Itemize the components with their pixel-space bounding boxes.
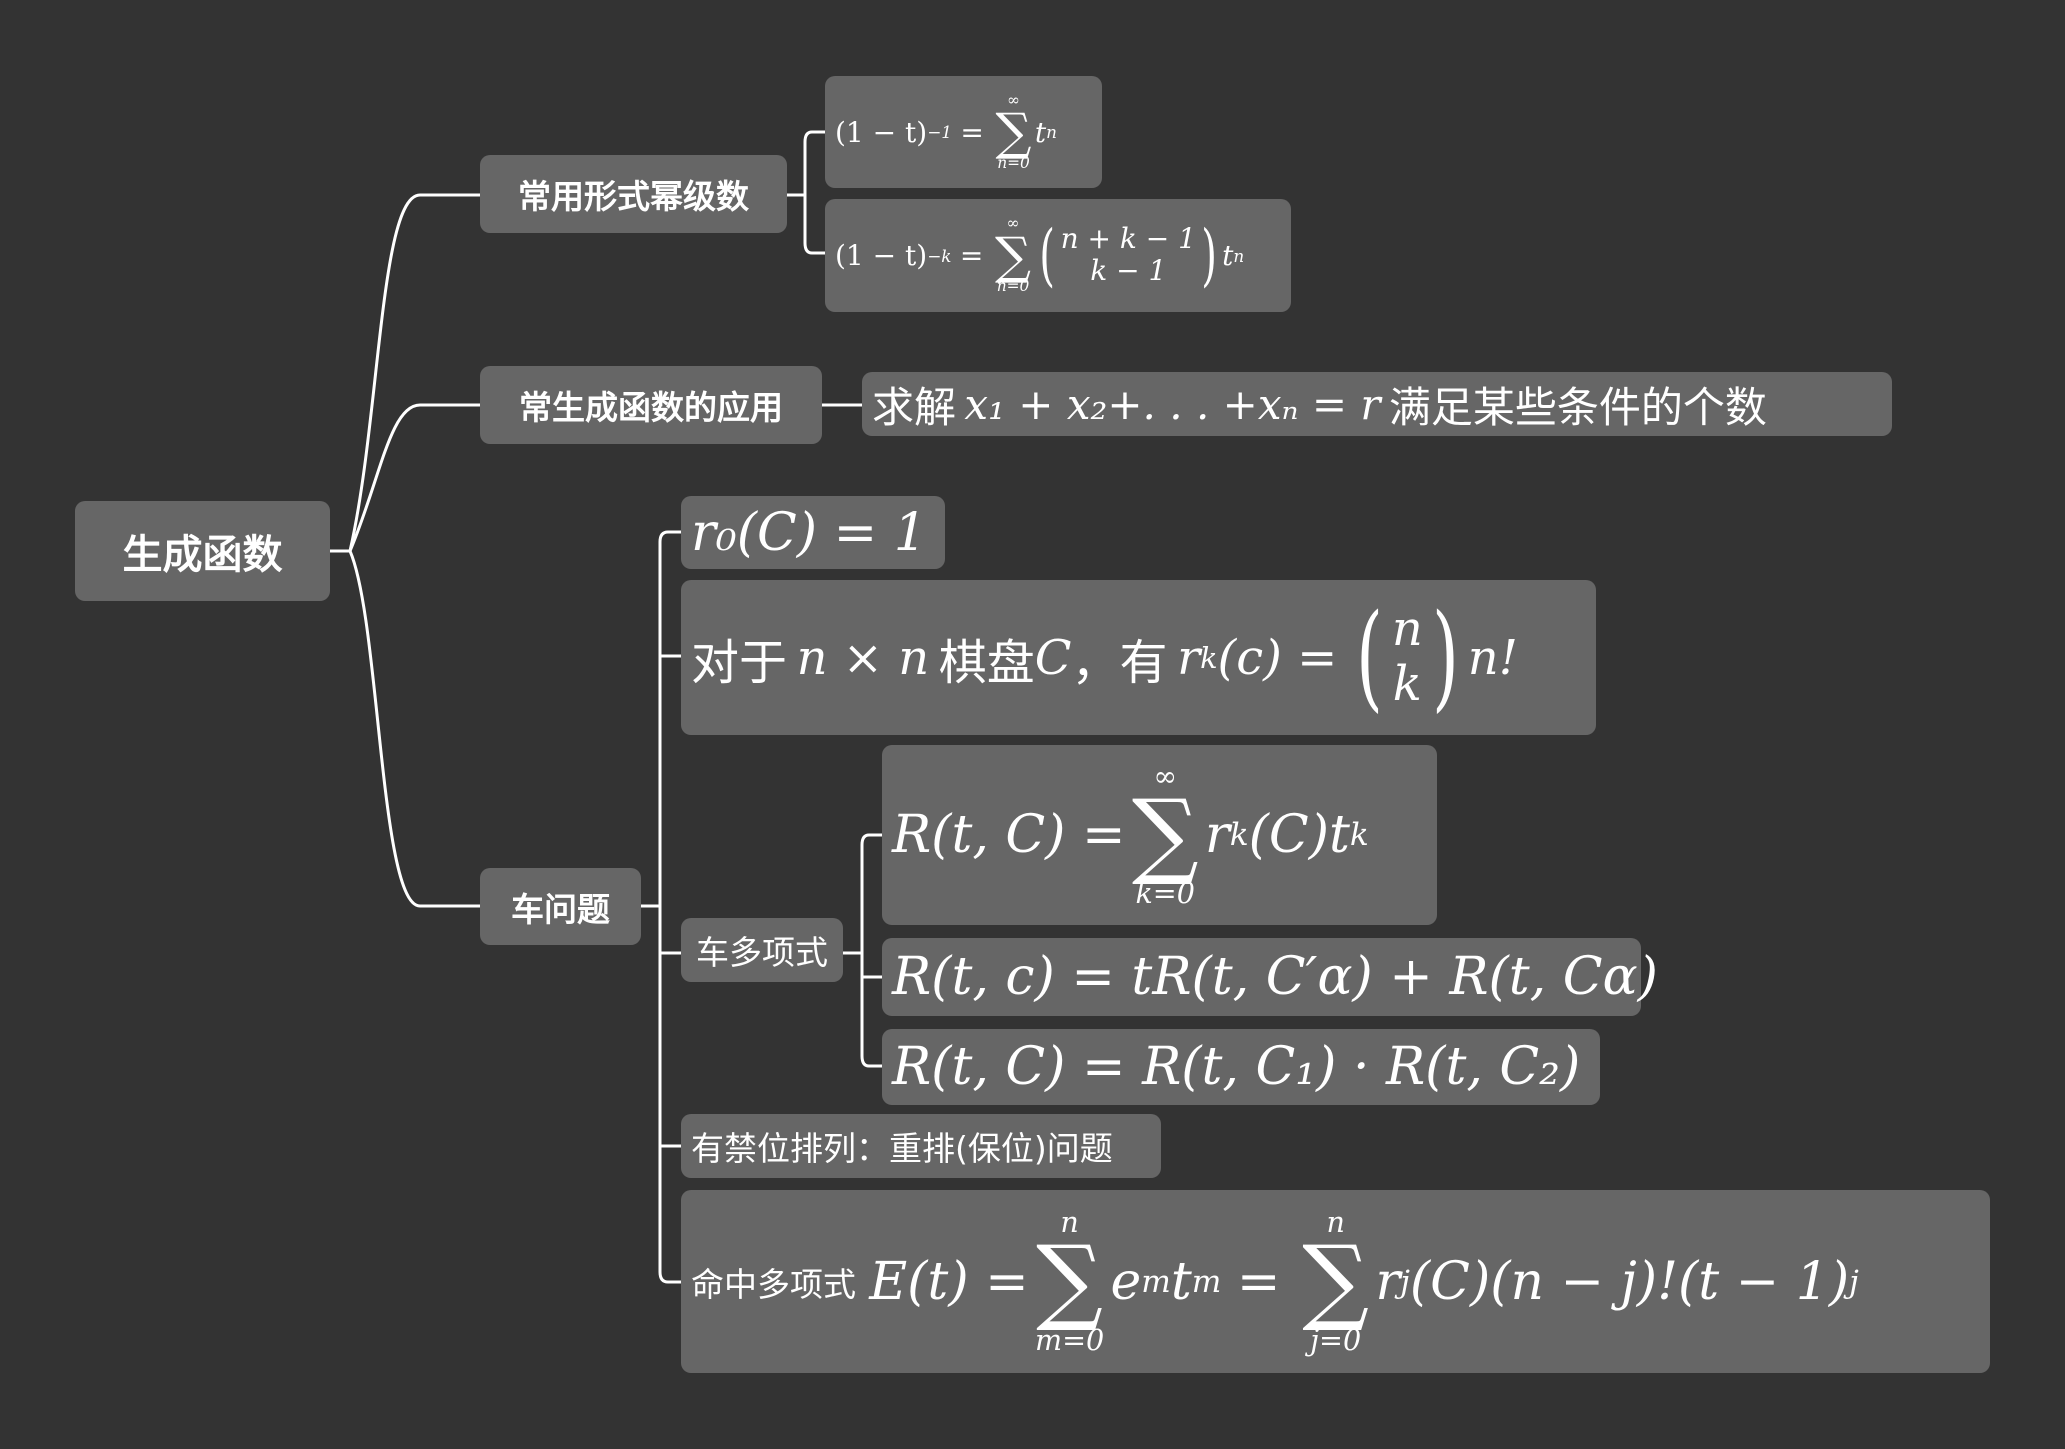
rook-poly-node[interactable]: 车多项式	[681, 918, 843, 982]
rook-label: 车问题	[511, 889, 610, 929]
application-content[interactable]: 求解 x₁ + x₂+. . . +xₙ = r 满足某些条件的个数	[862, 372, 1892, 436]
power-series-label: 常用形式幂级数	[518, 177, 749, 216]
sum-operator: ∞ ∑ n=0	[995, 90, 1032, 172]
sum-operator: n ∑ j=0	[1302, 1205, 1370, 1357]
sum-operator: ∞ ∑ n=0	[995, 214, 1032, 296]
sum-operator: ∞ ∑ k=0	[1131, 758, 1199, 911]
rook-node[interactable]: 车问题	[480, 868, 641, 945]
power-series-node[interactable]: 常用形式幂级数	[480, 155, 787, 233]
application-label: 常生成函数的应用	[519, 388, 783, 427]
rook-poly-formula-3[interactable]: R(t, C) = R(t, C₁) · R(t, C₂)	[882, 1029, 1600, 1105]
sum-operator: n ∑ m=0	[1034, 1205, 1105, 1357]
root-label: 生成函数	[122, 532, 283, 578]
application-node[interactable]: 常生成函数的应用	[480, 366, 822, 444]
rook-r0[interactable]: r₀(C) = 1	[681, 496, 945, 569]
rook-poly-label: 车多项式	[696, 933, 828, 972]
restricted-permutation-node[interactable]: 有禁位排列：重排(保位)问题	[681, 1114, 1161, 1178]
root-node[interactable]: 生成函数	[75, 501, 330, 601]
restricted-label: 有禁位排列：重排(保位)问题	[691, 1129, 1113, 1168]
rook-poly-formula-2[interactable]: R(t, c) = tR(t, C′α) + R(t, Cα)	[882, 938, 1658, 1016]
